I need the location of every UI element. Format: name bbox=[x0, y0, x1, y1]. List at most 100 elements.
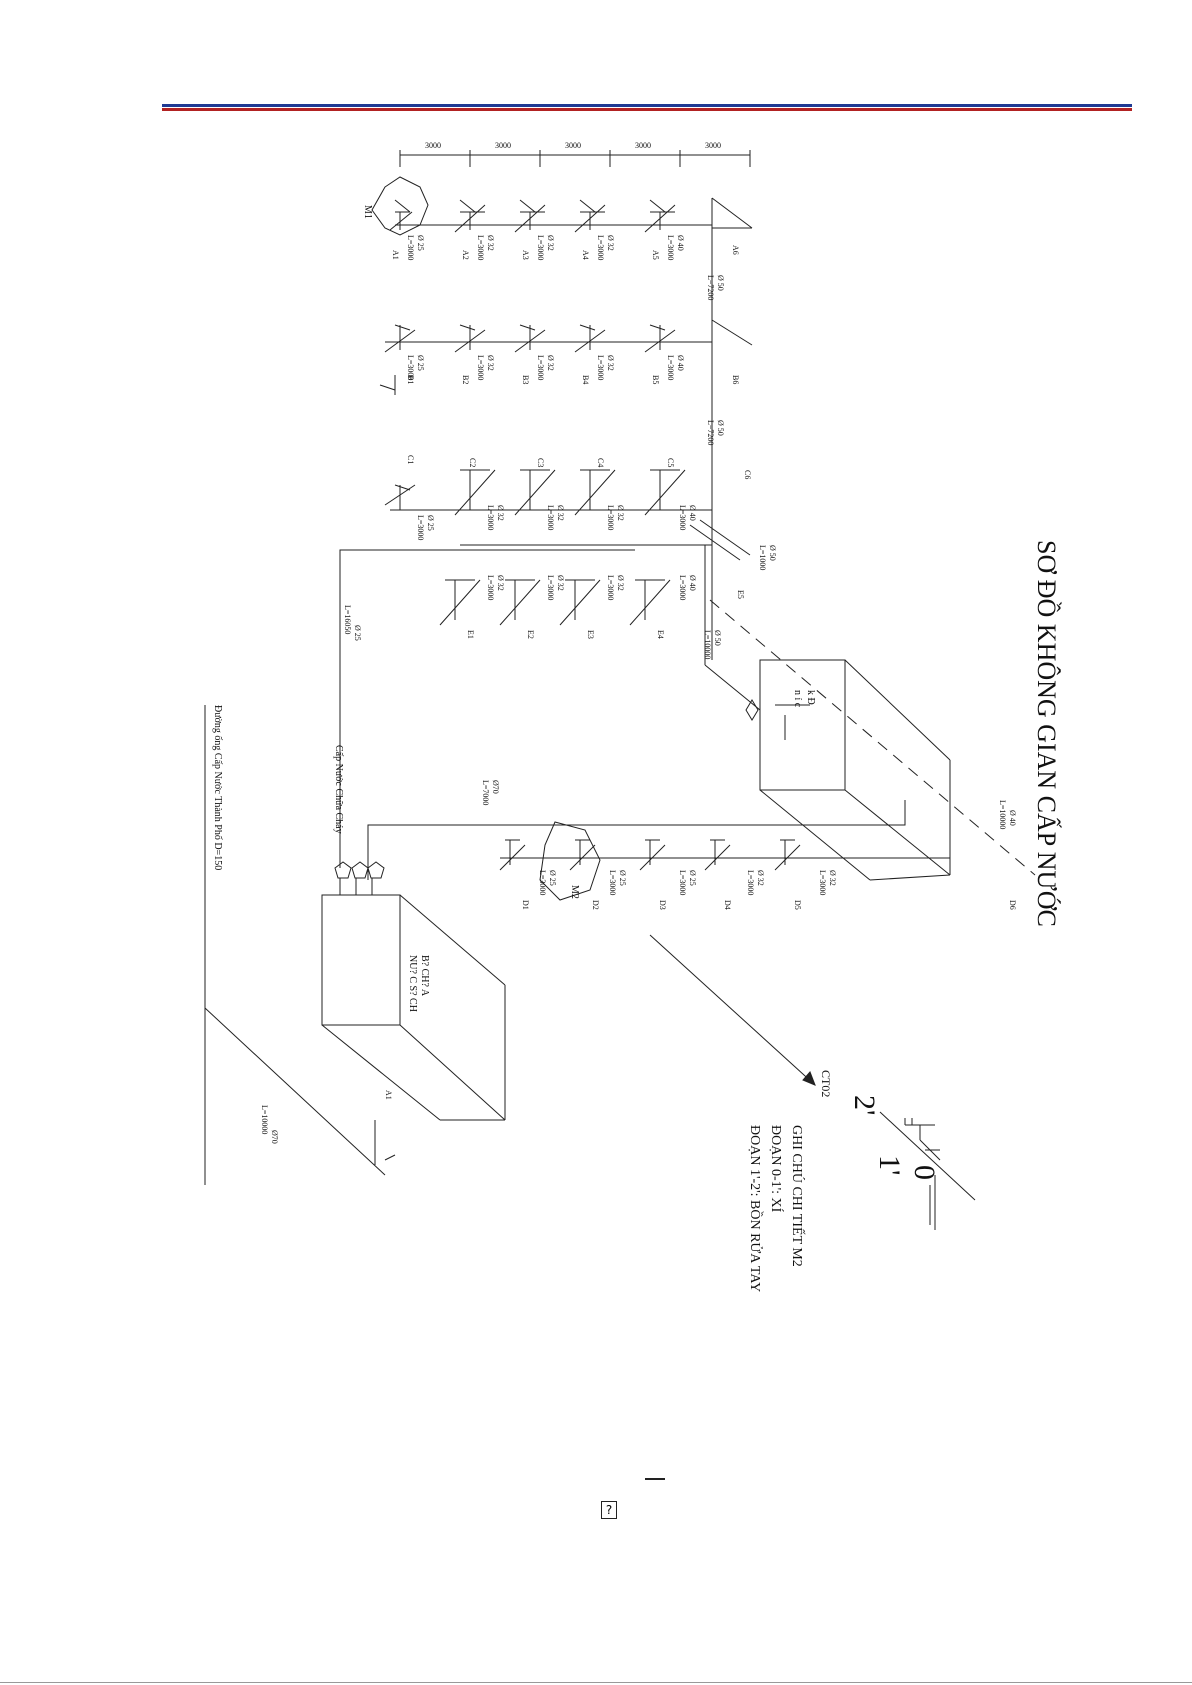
fixture-a2 bbox=[454, 199, 486, 233]
node-label: D1 bbox=[521, 900, 530, 910]
node-label: C2 bbox=[468, 458, 477, 467]
pipe-length: L=3000 bbox=[538, 870, 547, 895]
pipe-length: L=10000 bbox=[260, 1105, 269, 1134]
fixture-b4 bbox=[574, 324, 606, 353]
pipe-diameter: Ø 32 bbox=[496, 575, 505, 591]
marker-m1-circle bbox=[371, 176, 429, 236]
pipe-length: L=3000 bbox=[596, 355, 605, 380]
node-label: A4 bbox=[581, 250, 590, 260]
fire-pipe bbox=[339, 549, 635, 868]
node-label: E3 bbox=[586, 630, 595, 639]
node-label: D3 bbox=[658, 900, 667, 910]
pipe-diameter: Ø 32 bbox=[556, 505, 565, 521]
pipe-diameter: Ø 40 bbox=[688, 575, 697, 591]
fire-supply-label: Cấp Nước Chữa Cháy bbox=[333, 745, 344, 834]
pipe-length: L=3000 bbox=[678, 505, 687, 530]
detail-note: ĐOẠN 1'-2': BỒN RỬA TAY bbox=[747, 1125, 765, 1292]
fixture-d2 bbox=[569, 839, 596, 871]
pipe-diameter: Ø 25 bbox=[618, 870, 627, 886]
pipe-diameter: Ø 25 bbox=[548, 870, 557, 886]
fixture-e1 bbox=[439, 579, 481, 626]
fixture-c2 bbox=[454, 469, 496, 516]
node-label: A3 bbox=[521, 250, 530, 260]
pipe-length: L=3000 bbox=[546, 505, 555, 530]
pipe-length: L=3000 bbox=[546, 575, 555, 600]
dim-label: 3000 bbox=[495, 141, 511, 150]
pipe-length: L=3000 bbox=[486, 575, 495, 600]
pipe-diameter: Ø70 bbox=[491, 780, 500, 794]
fixture-c4 bbox=[574, 469, 616, 516]
pipe-diameter: Ø 32 bbox=[496, 505, 505, 521]
fixture-d3 bbox=[639, 839, 666, 871]
pipe-diameter: Ø 32 bbox=[556, 575, 565, 591]
pipe-length: L=16050 bbox=[343, 605, 352, 634]
header-rule-blue bbox=[162, 104, 1132, 107]
pipe-diameter: Ø 25 bbox=[353, 625, 362, 641]
pipe-length: L=1000 bbox=[758, 545, 767, 570]
section-arrow bbox=[649, 934, 816, 1086]
fixture-b2 bbox=[454, 324, 486, 353]
pipe-diameter: Ø 32 bbox=[546, 235, 555, 251]
pump-tag: A1 bbox=[384, 1090, 393, 1100]
pipe-diameter: Ø 32 bbox=[616, 575, 625, 591]
pipe-length: L=3000 bbox=[678, 575, 687, 600]
fixture-d4 bbox=[704, 839, 731, 871]
detail-m2-sketch bbox=[879, 1111, 976, 1230]
pipe-length: L=7000 bbox=[481, 780, 490, 805]
pipe-length: L=3000 bbox=[746, 870, 755, 895]
pipe-diameter: Ø 32 bbox=[486, 355, 495, 371]
ground-tank-label: NU? C S? CH bbox=[407, 955, 418, 1012]
fixture-c3 bbox=[514, 469, 556, 516]
node-label: D2 bbox=[591, 900, 600, 910]
pipe-diameter: Ø 25 bbox=[426, 515, 435, 531]
pipe-length: L=3000 bbox=[536, 235, 545, 260]
city-supply-pipe bbox=[204, 1007, 386, 1176]
footer-rule bbox=[0, 1682, 1192, 1683]
pipe-length: L=10000 bbox=[703, 630, 712, 659]
marker-m1-label: M1 bbox=[362, 205, 373, 219]
node-label: E4 bbox=[656, 630, 665, 639]
pipe-length: L=10000 bbox=[998, 800, 1007, 829]
node-label: B6 bbox=[731, 375, 740, 384]
pipe-length: L=3000 bbox=[666, 235, 675, 260]
node-label: C3 bbox=[536, 458, 545, 467]
pipe-diameter: Ø 32 bbox=[546, 355, 555, 371]
fixture-a4 bbox=[574, 199, 606, 233]
dim-label: 3000 bbox=[705, 141, 721, 150]
arrow-head-icon bbox=[802, 1071, 816, 1086]
fixture-d5 bbox=[774, 839, 801, 871]
pump-group bbox=[334, 861, 385, 895]
city-supply-label: Đường ống Cấp Nước Thành Phố D=150 bbox=[212, 705, 223, 870]
pipe-diameter: Ø 50 bbox=[716, 275, 725, 291]
pipe-length: L=3000 bbox=[406, 235, 415, 260]
pipe-diameter: Ø 50 bbox=[716, 420, 725, 436]
node-label: C6 bbox=[743, 470, 752, 479]
fixture-d1 bbox=[499, 839, 526, 871]
pipe-length: L=3000 bbox=[406, 355, 415, 380]
fixture-b1 bbox=[379, 324, 416, 395]
missing-glyph-icon: ? bbox=[601, 1501, 617, 1519]
pipe-length: L=3000 bbox=[606, 505, 615, 530]
dim-label: 3000 bbox=[565, 141, 581, 150]
node-label: B3 bbox=[521, 375, 530, 384]
marker-m2-label: M2 bbox=[569, 885, 580, 899]
ground-tank bbox=[321, 894, 506, 1121]
pipe-length: L=3000 bbox=[606, 575, 615, 600]
fixture-e2 bbox=[499, 579, 541, 626]
pipe-diameter: Ø 40 bbox=[676, 355, 685, 371]
dim-label: 3000 bbox=[425, 141, 441, 150]
fixture-a3 bbox=[514, 199, 546, 233]
node-label: C1 bbox=[406, 455, 415, 464]
pipe-length: L=7200 bbox=[706, 420, 715, 445]
pipe-length: L=3000 bbox=[608, 870, 617, 895]
node-label: B1 bbox=[406, 375, 415, 384]
pipe-length: L=3000 bbox=[416, 515, 425, 540]
detail-label: 2' bbox=[848, 1095, 881, 1115]
node-label: A6 bbox=[731, 245, 740, 255]
fixture-c5 bbox=[644, 469, 686, 516]
pipe-diameter: Ø 40 bbox=[1008, 810, 1017, 826]
diagram-title: SƠ ĐỒ KHÔNG GIAN CẤP NƯỚC bbox=[1032, 540, 1061, 927]
pipe-diameter: Ø 25 bbox=[416, 355, 425, 371]
detail-label: 0 bbox=[908, 1165, 941, 1180]
